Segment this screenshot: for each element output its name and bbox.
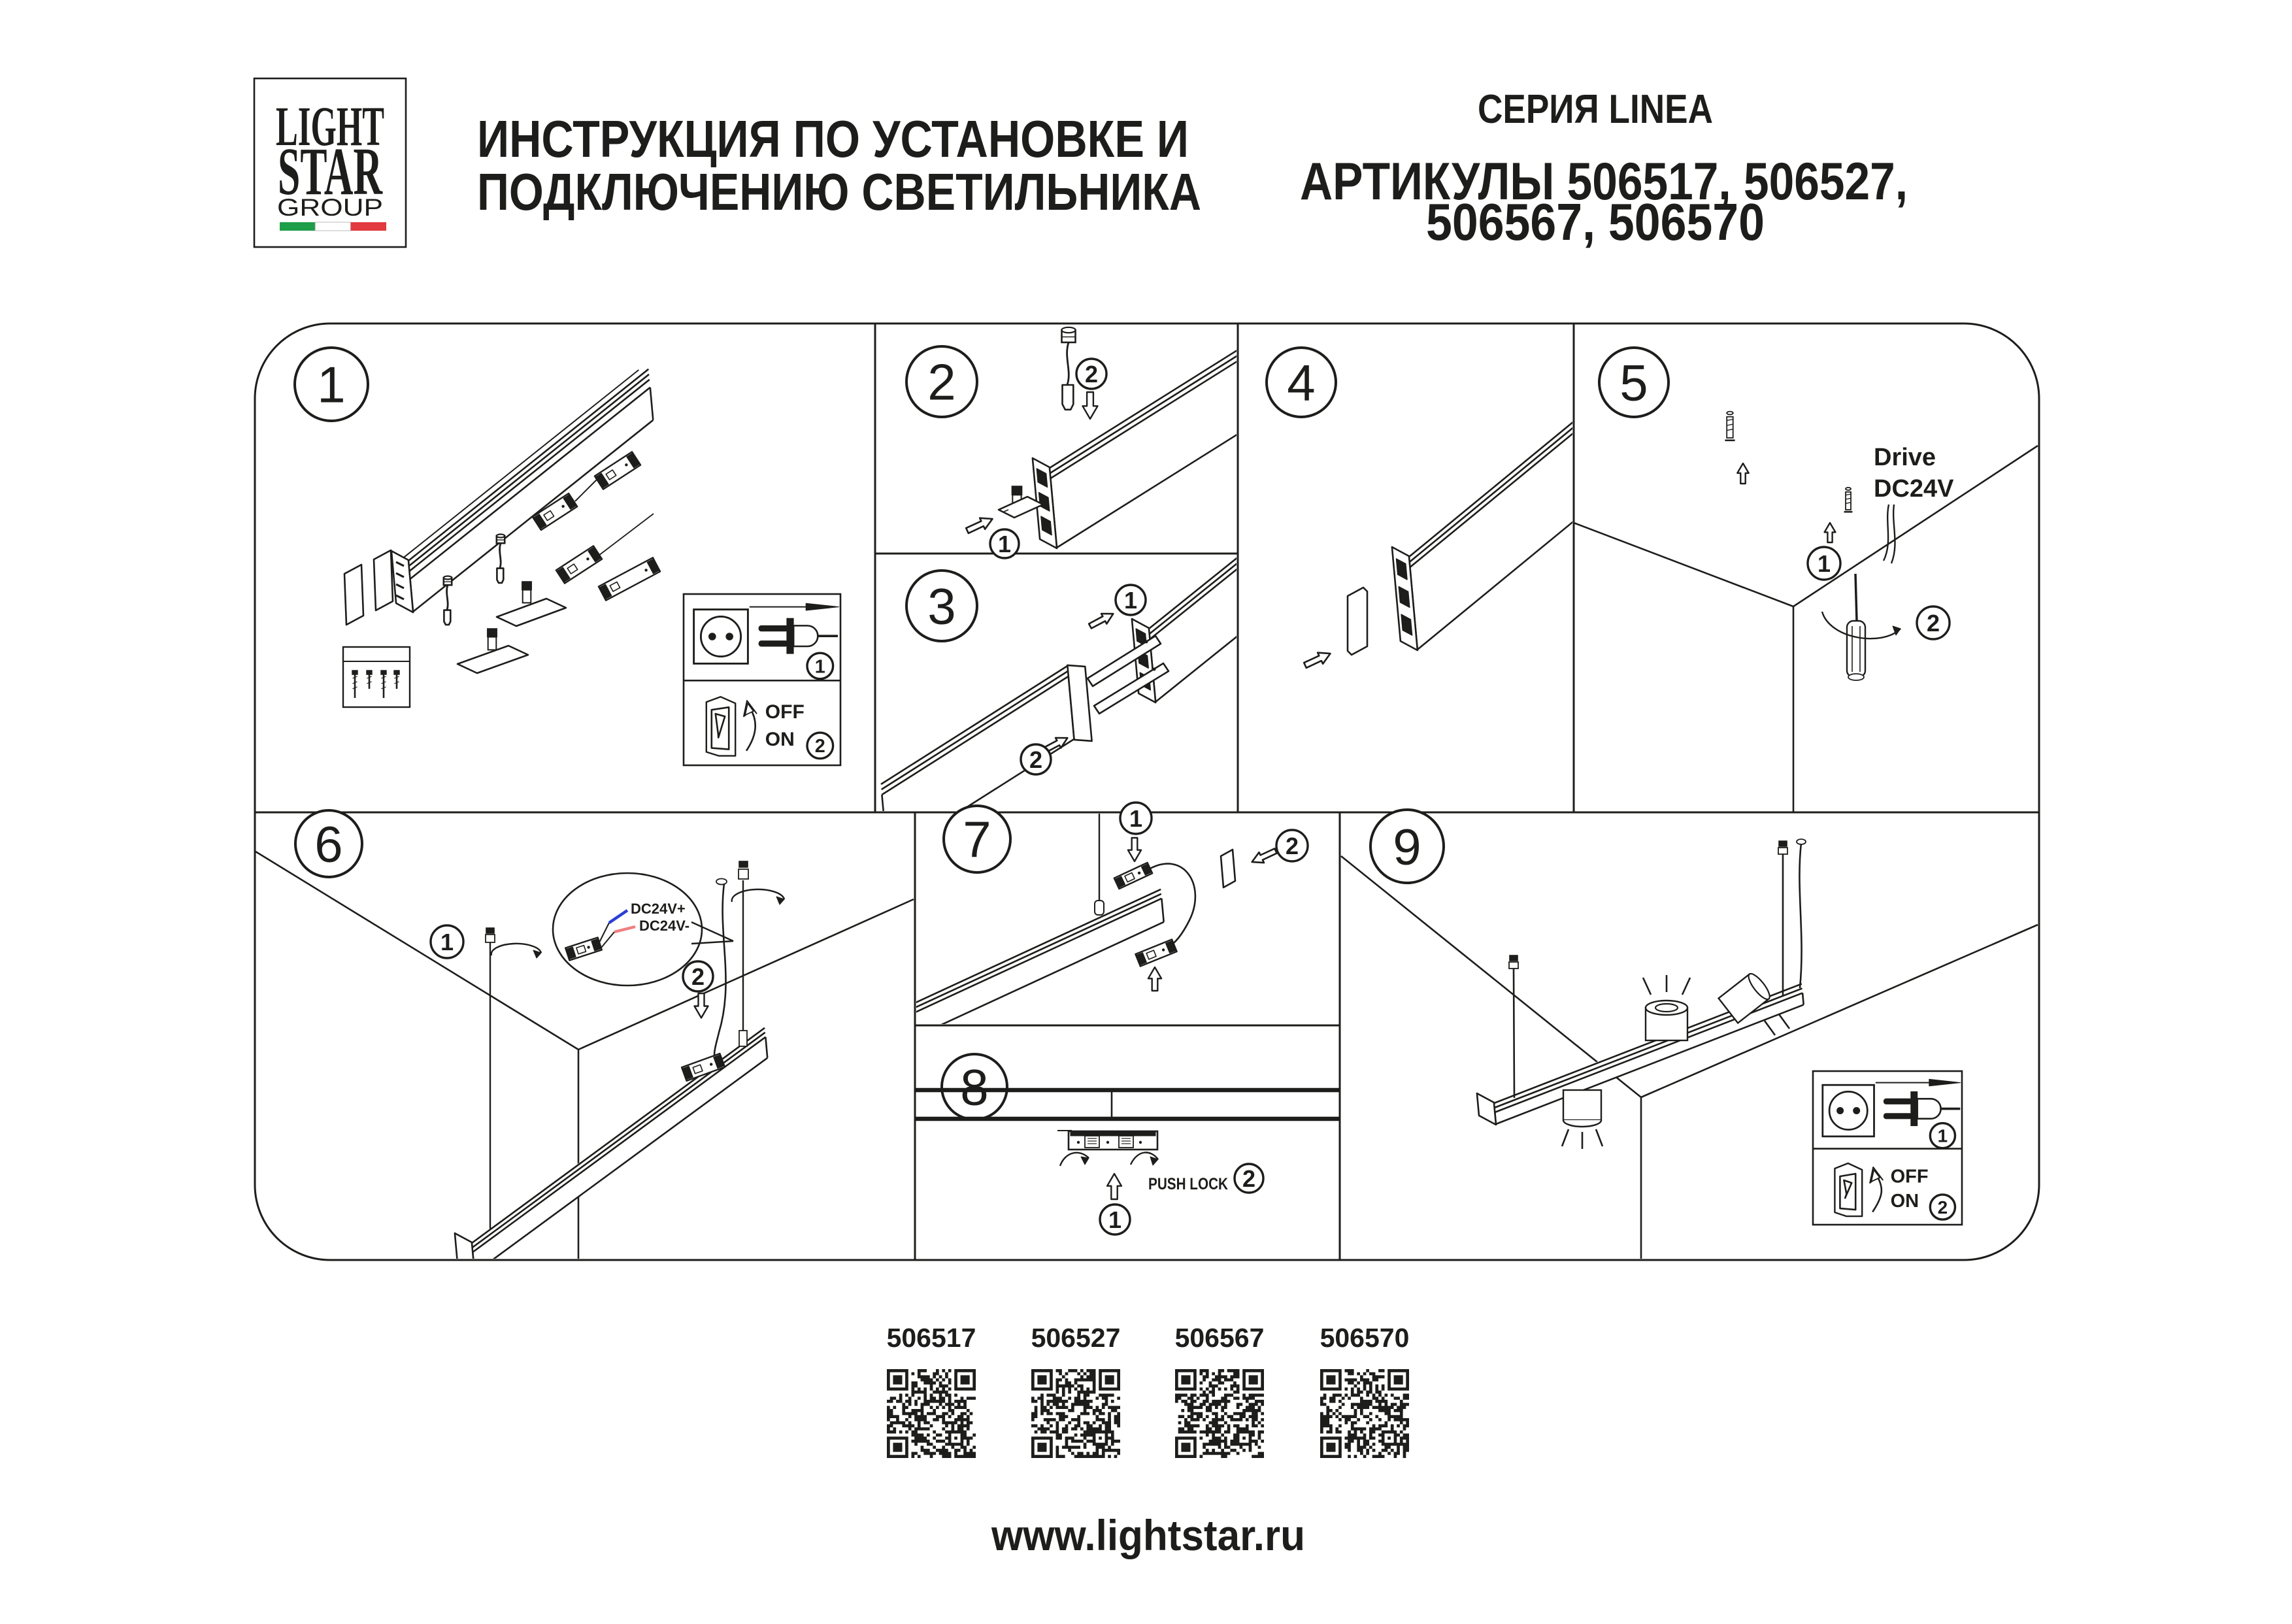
svg-text:506567, 506570: 506567, 506570 xyxy=(1426,193,1765,251)
svg-text:1: 1 xyxy=(1129,805,1142,832)
svg-text:2: 2 xyxy=(927,354,955,411)
svg-text:1: 1 xyxy=(815,656,825,677)
svg-text:2: 2 xyxy=(815,736,825,757)
svg-text:506570: 506570 xyxy=(1320,1323,1410,1353)
svg-text:1: 1 xyxy=(1108,1206,1121,1233)
svg-text:506527: 506527 xyxy=(1031,1323,1121,1353)
svg-text:ON: ON xyxy=(1891,1191,1919,1212)
svg-text:2: 2 xyxy=(1927,610,1940,637)
svg-text:STAR: STAR xyxy=(278,134,383,209)
svg-text:ON: ON xyxy=(765,729,795,750)
svg-text:2: 2 xyxy=(1029,746,1042,773)
svg-text:9: 9 xyxy=(1393,818,1421,876)
svg-text:ПОДКЛЮЧЕНИЮ СВЕТИЛЬНИКА: ПОДКЛЮЧЕНИЮ СВЕТИЛЬНИКА xyxy=(477,163,1201,221)
svg-text:DC24V+: DC24V+ xyxy=(631,901,686,917)
svg-text:4: 4 xyxy=(1287,354,1315,412)
svg-text:1: 1 xyxy=(440,929,454,955)
svg-text:АРТИКУЛЫ 506517, 506527,: АРТИКУЛЫ 506517, 506527, xyxy=(1300,152,1908,211)
svg-text:ИНСТРУКЦИЯ ПО УСТАНОВКЕ И: ИНСТРУКЦИЯ ПО УСТАНОВКЕ И xyxy=(477,110,1189,168)
svg-text:1: 1 xyxy=(317,356,345,414)
svg-text:506567: 506567 xyxy=(1175,1323,1265,1353)
svg-text:PUSH LOCK: PUSH LOCK xyxy=(1148,1175,1228,1193)
svg-text:2: 2 xyxy=(1938,1197,1948,1218)
svg-text:506517: 506517 xyxy=(887,1323,976,1353)
svg-text:2: 2 xyxy=(1085,361,1098,388)
svg-text:1: 1 xyxy=(998,531,1011,557)
svg-text:DC24V-: DC24V- xyxy=(639,918,689,934)
svg-text:5: 5 xyxy=(1619,354,1648,412)
svg-text:OFF: OFF xyxy=(765,701,805,723)
svg-text:2: 2 xyxy=(691,963,705,990)
svg-text:www.lightstar.ru: www.lightstar.ru xyxy=(991,1511,1305,1559)
svg-text:СЕРИЯ LINEA: СЕРИЯ LINEA xyxy=(1478,87,1713,132)
svg-text:3: 3 xyxy=(927,578,955,635)
svg-text:GROUP: GROUP xyxy=(277,194,383,221)
svg-text:8: 8 xyxy=(960,1059,988,1116)
svg-text:Drive: Drive xyxy=(1874,444,1936,471)
svg-text:7: 7 xyxy=(963,811,991,869)
svg-text:1: 1 xyxy=(1938,1126,1948,1146)
svg-text:2: 2 xyxy=(1242,1165,1255,1192)
svg-text:1: 1 xyxy=(1124,587,1137,614)
svg-text:6: 6 xyxy=(314,816,342,873)
svg-text:OFF: OFF xyxy=(1891,1166,1929,1187)
svg-text:LIGHT: LIGHT xyxy=(276,95,384,157)
svg-text:1: 1 xyxy=(1818,550,1831,577)
svg-text:DC24V: DC24V xyxy=(1874,475,1954,503)
svg-text:2: 2 xyxy=(1286,833,1299,859)
